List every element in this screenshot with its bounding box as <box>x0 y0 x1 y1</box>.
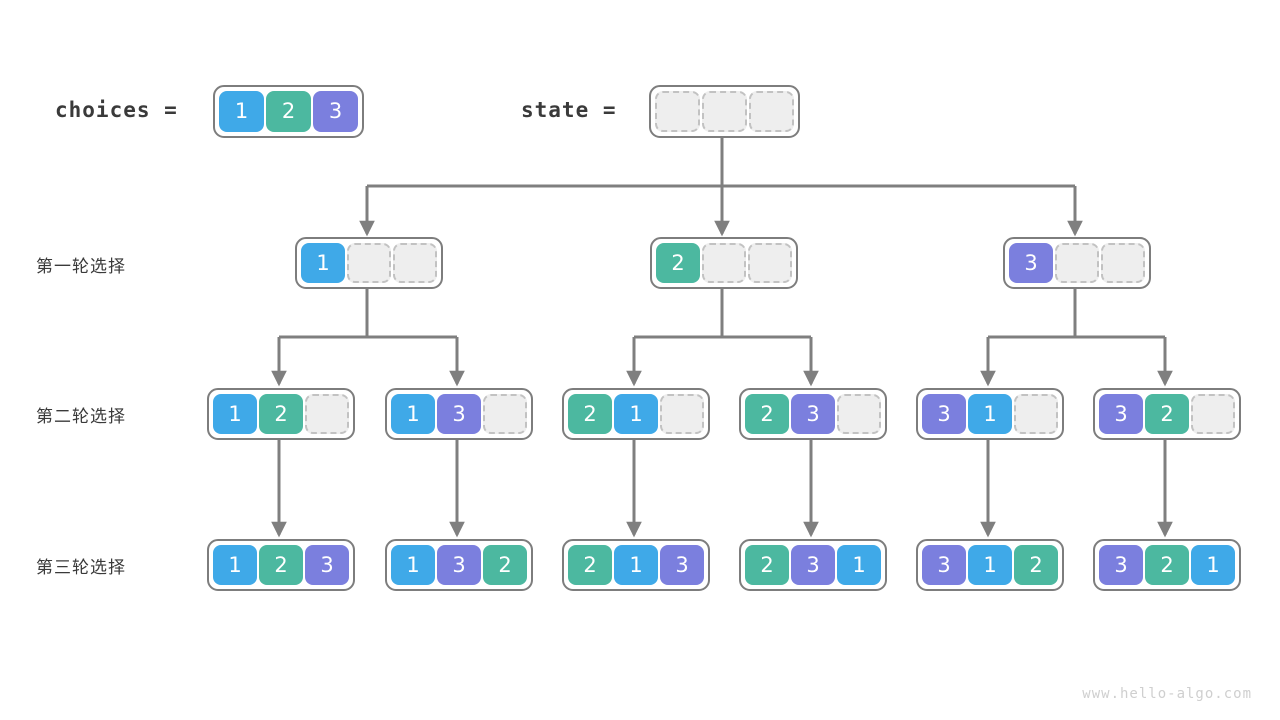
state-cell-0 <box>655 91 700 132</box>
level2-2-cell-0: 2 <box>568 394 612 434</box>
level2-3-cell-0: 2 <box>745 394 789 434</box>
tree-node-level1-0: 1 <box>295 237 443 289</box>
level3-0-cell-0: 1 <box>213 545 257 585</box>
level2-1-cell-0: 1 <box>391 394 435 434</box>
level2-4-cell-0: 3 <box>922 394 966 434</box>
level2-4-cell-2 <box>1014 394 1058 434</box>
level1-0-cell-0: 1 <box>301 243 345 283</box>
level3-5-cell-2: 1 <box>1191 545 1235 585</box>
level1-1-cell-2 <box>748 243 792 283</box>
level3-2-cell-1: 1 <box>614 545 658 585</box>
level2-5-cell-1: 2 <box>1145 394 1189 434</box>
level3-5-cell-1: 2 <box>1145 545 1189 585</box>
level3-3-cell-0: 2 <box>745 545 789 585</box>
level1-0-cell-2 <box>393 243 437 283</box>
row-label-round-2: 第二轮选择 <box>36 407 126 427</box>
level1-2-cell-1 <box>1055 243 1099 283</box>
level2-0-cell-2 <box>305 394 349 434</box>
level3-3-cell-1: 3 <box>791 545 835 585</box>
level2-2-cell-2 <box>660 394 704 434</box>
watermark: www.hello-algo.com <box>1082 686 1252 702</box>
level3-1-cell-2: 2 <box>483 545 527 585</box>
choices-cell-1: 2 <box>266 91 311 132</box>
level3-1-cell-1: 3 <box>437 545 481 585</box>
level2-0-cell-0: 1 <box>213 394 257 434</box>
level2-4-cell-1: 1 <box>968 394 1012 434</box>
choices-label: choices = <box>55 98 178 122</box>
state-cell-1 <box>702 91 747 132</box>
tree-node-level1-2: 3 <box>1003 237 1151 289</box>
level1-2-cell-2 <box>1101 243 1145 283</box>
level2-5-cell-0: 3 <box>1099 394 1143 434</box>
level3-1-cell-0: 1 <box>391 545 435 585</box>
row-label-round-3: 第三轮选择 <box>36 558 126 578</box>
level2-3-cell-1: 3 <box>791 394 835 434</box>
level3-4-cell-2: 2 <box>1014 545 1058 585</box>
level2-5-cell-2 <box>1191 394 1235 434</box>
level1-0-cell-1 <box>347 243 391 283</box>
level1-2-cell-0: 3 <box>1009 243 1053 283</box>
choices-cell-0: 1 <box>219 91 264 132</box>
level3-4-cell-0: 3 <box>922 545 966 585</box>
level3-2-cell-0: 2 <box>568 545 612 585</box>
level3-4-cell-1: 1 <box>968 545 1012 585</box>
level2-1-cell-1: 3 <box>437 394 481 434</box>
level2-2-cell-1: 1 <box>614 394 658 434</box>
level1-1-cell-1 <box>702 243 746 283</box>
level3-0-cell-1: 2 <box>259 545 303 585</box>
level3-0-cell-2: 3 <box>305 545 349 585</box>
level2-1-cell-2 <box>483 394 527 434</box>
level3-5-cell-0: 3 <box>1099 545 1143 585</box>
state-label: state = <box>521 98 617 122</box>
level3-2-cell-2: 3 <box>660 545 704 585</box>
level2-0-cell-1: 2 <box>259 394 303 434</box>
state-array <box>649 85 800 138</box>
level1-1-cell-0: 2 <box>656 243 700 283</box>
row-label-round-1: 第一轮选择 <box>36 257 126 277</box>
tree-node-level1-1: 2 <box>650 237 798 289</box>
level2-3-cell-2 <box>837 394 881 434</box>
level3-3-cell-2: 1 <box>837 545 881 585</box>
choices-cell-2: 3 <box>313 91 358 132</box>
state-cell-2 <box>749 91 794 132</box>
